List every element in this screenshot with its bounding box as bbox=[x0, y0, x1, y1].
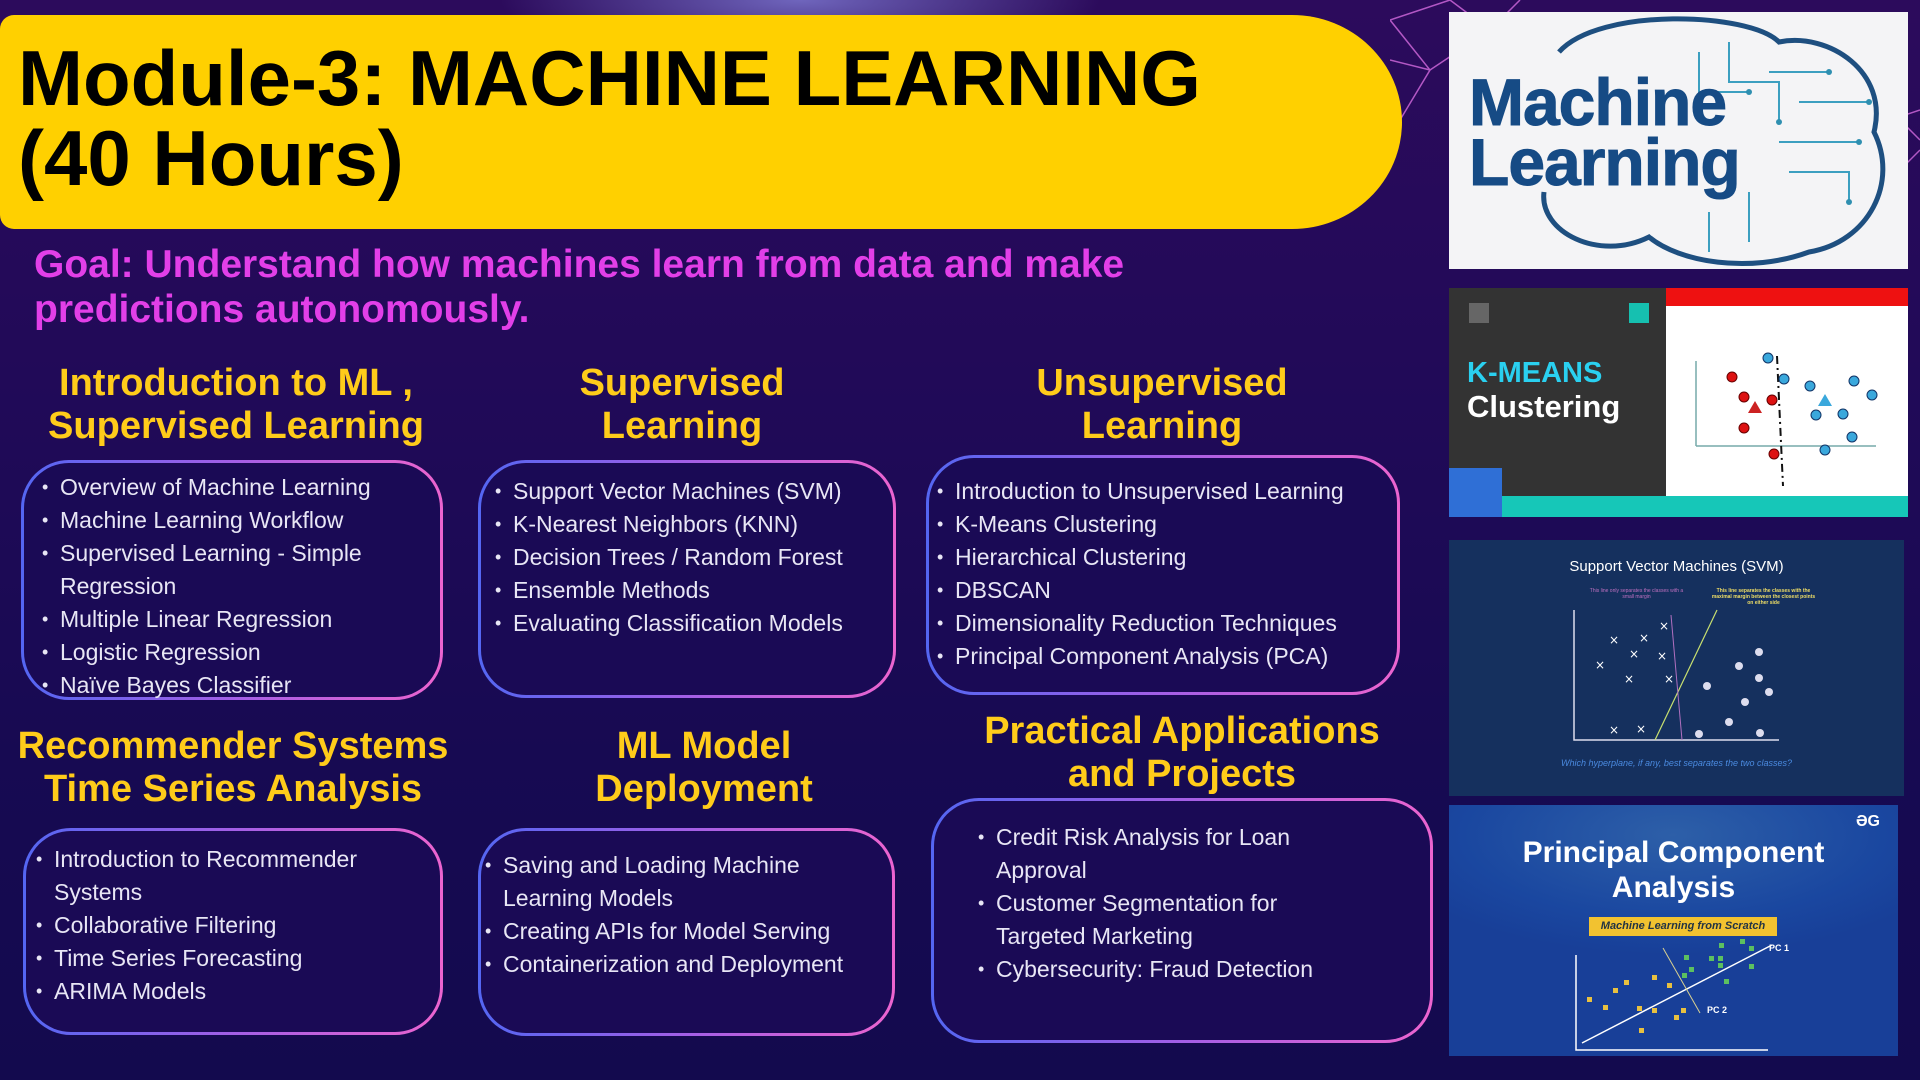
svg-text:×: × bbox=[1639, 631, 1649, 645]
topic-item: Cybersecurity: Fraud Detection bbox=[974, 953, 1334, 986]
cluster-plot-icon bbox=[1695, 352, 1878, 487]
heading-line: and Projects bbox=[1067, 753, 1297, 795]
kmeans-subtitle: Clustering bbox=[1467, 389, 1621, 424]
svm-caption: Which hyperplane, if any, best separates… bbox=[1561, 758, 1792, 768]
svg-text:×: × bbox=[1609, 633, 1619, 647]
svg-text:×: × bbox=[1624, 672, 1634, 686]
svm-title: Support Vector Machines (SVM) bbox=[1569, 558, 1784, 575]
topic-item: DBSCAN bbox=[933, 574, 1397, 607]
heading-line: Introduction to ML , bbox=[59, 362, 413, 404]
ml-image-line-1: Machine bbox=[1469, 65, 1728, 139]
gfg-logo: ƏG bbox=[1855, 813, 1880, 830]
topic-item: Evaluating Classification Models bbox=[491, 607, 893, 640]
svm-note-small-margin: This line only separates the classes wit… bbox=[1589, 588, 1684, 600]
topic-item: ARIMA Models bbox=[32, 975, 440, 1008]
topic-item: Containerization and Deployment bbox=[481, 948, 892, 981]
topic-item: K-Means Clustering bbox=[933, 508, 1397, 541]
kmeans-title: K-MEANS bbox=[1467, 357, 1603, 389]
svg-text:×: × bbox=[1664, 672, 1674, 686]
topic-list: Introduction to Recommender SystemsColla… bbox=[32, 843, 440, 1008]
topic-item: Customer Segmentation for Targeted Marke… bbox=[974, 887, 1334, 953]
section-heading-intro: Introduction to ML ,Supervised Learning bbox=[48, 362, 424, 448]
topic-item: Machine Learning Workflow bbox=[38, 504, 440, 537]
pca-image: ƏG Principal Component Analysis Machine … bbox=[1449, 805, 1898, 1056]
topic-item: Saving and Loading Machine Learning Mode… bbox=[481, 849, 892, 915]
kmeans-image: K-MEANS Clustering bbox=[1449, 288, 1908, 517]
heading-line: Time Series Analysis bbox=[43, 768, 423, 810]
pca-badge: Machine Learning from Scratch bbox=[1589, 917, 1777, 936]
topic-list: Support Vector Machines (SVM)K-Nearest N… bbox=[491, 475, 893, 640]
ml-image-line-2: Learning bbox=[1469, 125, 1742, 199]
title-line-2: (40 Hours) bbox=[18, 114, 404, 202]
topic-list: Saving and Loading Machine Learning Mode… bbox=[481, 849, 892, 981]
heading-line: Deployment bbox=[595, 768, 813, 810]
goal-line-2: predictions autonomously. bbox=[34, 288, 530, 331]
topic-item: Overview of Machine Learning bbox=[38, 471, 440, 504]
brain-circuit-icon bbox=[1541, 16, 1886, 267]
topic-item: Naïve Bayes Classifier bbox=[38, 669, 440, 702]
heading-line: ML Model bbox=[616, 725, 792, 767]
heading-line: Learning bbox=[1081, 405, 1243, 447]
section-box-intro: Overview of Machine LearningMachine Lear… bbox=[21, 460, 443, 702]
heading-line: Unsupervised bbox=[1036, 362, 1288, 404]
svg-text:×: × bbox=[1595, 658, 1605, 672]
topic-item: Principal Component Analysis (PCA) bbox=[933, 640, 1397, 673]
topic-item: Ensemble Methods bbox=[491, 574, 893, 607]
section-box-recommender: Introduction to Recommender SystemsColla… bbox=[23, 828, 443, 1035]
topic-item: Introduction to Recommender Systems bbox=[32, 843, 440, 909]
pc1-label: PC 1 bbox=[1769, 943, 1790, 953]
topic-item: Decision Trees / Random Forest bbox=[491, 541, 893, 574]
svg-text:×: × bbox=[1659, 619, 1669, 633]
svm-note-maximal-margin: This line separates the classes with the… bbox=[1711, 588, 1816, 606]
topic-item: Creating APIs for Model Serving bbox=[481, 915, 892, 948]
section-box-deployment: Saving and Loading Machine Learning Mode… bbox=[478, 828, 895, 1036]
svg-text:×: × bbox=[1636, 722, 1646, 736]
heading-line: Learning bbox=[601, 405, 763, 447]
heading-line: Recommender Systems bbox=[17, 725, 449, 767]
section-box-projects: Credit Risk Analysis for Loan ApprovalCu… bbox=[931, 798, 1433, 1043]
topic-item: Dimensionality Reduction Techniques bbox=[933, 607, 1397, 640]
svg-text:×: × bbox=[1629, 647, 1639, 661]
svm-image: Support Vector Machines (SVM) This line … bbox=[1449, 540, 1904, 796]
topic-item: K-Nearest Neighbors (KNN) bbox=[491, 508, 893, 541]
pca-title-line-1: Principal Component bbox=[1522, 836, 1825, 869]
heading-line: Supervised bbox=[579, 362, 785, 404]
heading-line: Supervised Learning bbox=[48, 405, 424, 447]
section-box-unsupervised: Introduction to Unsupervised LearningK-M… bbox=[926, 455, 1400, 695]
title-line-1: Module-3: MACHINE LEARNING bbox=[18, 34, 1201, 122]
goal-text: Goal: Understand how machines learn from… bbox=[34, 242, 1394, 332]
topic-item: Support Vector Machines (SVM) bbox=[491, 475, 893, 508]
topic-item: Supervised Learning - Simple Regression bbox=[38, 537, 440, 603]
heading-line: Practical Applications bbox=[984, 710, 1380, 752]
topic-list: Introduction to Unsupervised LearningK-M… bbox=[933, 475, 1397, 673]
svg-text:×: × bbox=[1609, 723, 1619, 737]
topic-item: Credit Risk Analysis for Loan Approval bbox=[974, 821, 1334, 887]
svg-text:×: × bbox=[1657, 649, 1667, 663]
topic-item: Time Series Forecasting bbox=[32, 942, 440, 975]
pc2-label: PC 2 bbox=[1707, 1005, 1728, 1015]
svm-plot-icon: ×××××××××× bbox=[1573, 609, 1779, 741]
topic-item: Logistic Regression bbox=[38, 636, 440, 669]
pca-title-line-2: Analysis bbox=[1611, 871, 1736, 904]
page-title: Module-3: MACHINE LEARNING (40 Hours) bbox=[18, 38, 1378, 198]
topic-item: Introduction to Unsupervised Learning bbox=[933, 475, 1397, 508]
section-box-supervised: Support Vector Machines (SVM)K-Nearest N… bbox=[478, 460, 896, 698]
title-banner bbox=[0, 15, 1402, 229]
machine-learning-image: Machine Learning bbox=[1449, 12, 1908, 269]
topic-list: Credit Risk Analysis for Loan ApprovalCu… bbox=[974, 821, 1334, 986]
goal-line-1: Goal: Understand how machines learn from… bbox=[34, 243, 1125, 286]
topic-item: Hierarchical Clustering bbox=[933, 541, 1397, 574]
topic-item: Collaborative Filtering bbox=[32, 909, 440, 942]
topic-item: Multiple Linear Regression bbox=[38, 603, 440, 636]
pca-plot-icon bbox=[1575, 939, 1773, 1051]
topic-list: Overview of Machine LearningMachine Lear… bbox=[38, 471, 440, 702]
